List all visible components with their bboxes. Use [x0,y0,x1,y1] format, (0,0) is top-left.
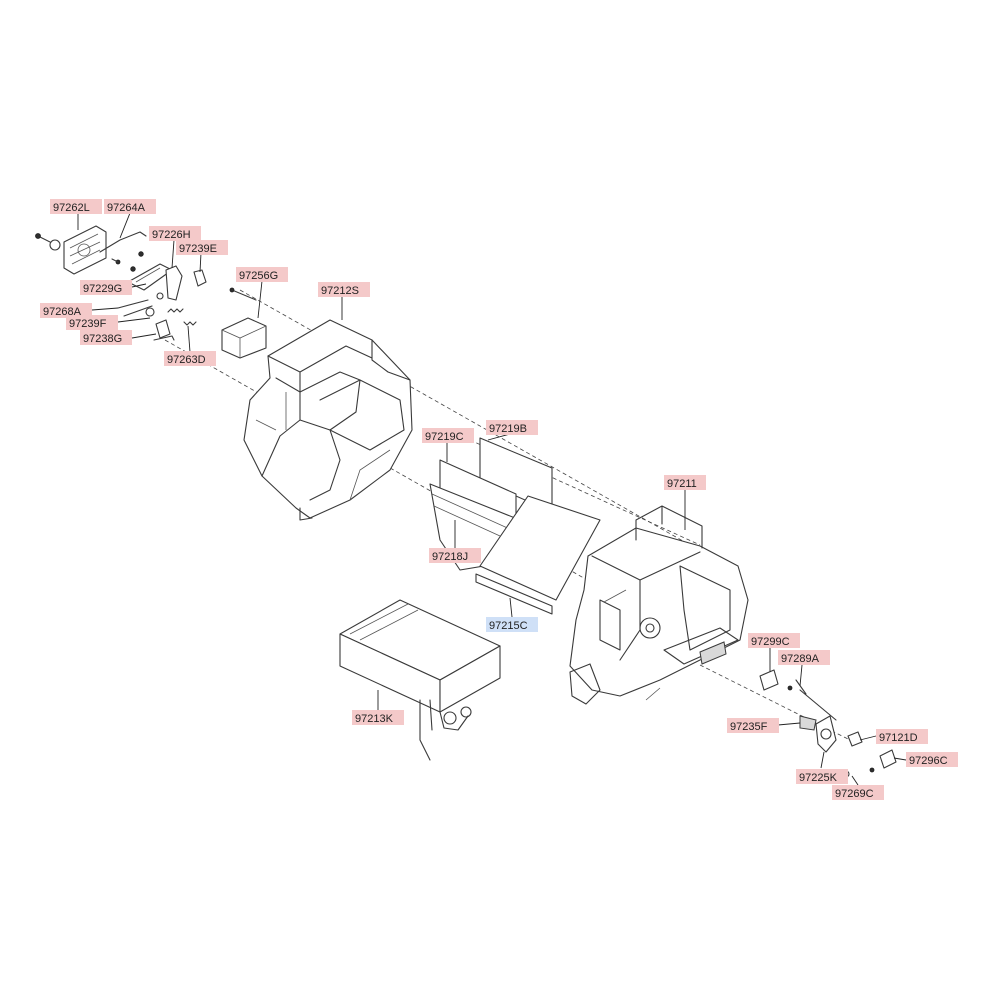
seal-sheet-97215C [479,495,601,601]
svg-text:97239F: 97239F [69,318,107,330]
actuator-motor-icon [63,225,107,275]
clip-icon [155,319,171,339]
svg-text:97269C: 97269C [835,788,874,800]
clip-icon [193,269,207,287]
control-rod-icon [99,231,147,253]
svg-text:97225K: 97225K [799,772,838,784]
label-97219C[interactable]: 97219C [422,428,474,443]
label-97269C[interactable]: 97269C [832,785,884,800]
label-97235F[interactable]: 97235F [727,718,779,733]
small-duct-seal [221,317,267,359]
svg-text:97262L: 97262L [53,202,90,214]
label-97262L[interactable]: 97262L [50,199,102,214]
label-97239E[interactable]: 97239E [176,240,228,255]
svg-text:97239E: 97239E [179,243,217,255]
label-97213K[interactable]: 97213K [352,710,404,725]
svg-text:97289A: 97289A [781,653,820,665]
actuator-lever-icon [815,715,837,753]
label-97238G[interactable]: 97238G [80,330,132,345]
svg-text:97212S: 97212S [321,285,359,297]
label-97215C[interactable]: 97215C [486,617,538,632]
right-actuator-group [759,669,897,778]
label-97299C[interactable]: 97299C [748,633,800,648]
callout-labels: 97262L 97264A 97226H 97239E 97229G 97256… [40,199,958,800]
spring-icon [183,321,197,326]
label-97225K[interactable]: 97225K [796,769,848,784]
filter-plates [429,437,601,615]
svg-text:97219C: 97219C [425,431,464,443]
label-97211[interactable]: 97211 [664,475,706,490]
svg-text:97213K: 97213K [355,713,394,725]
clip-icon [879,749,897,769]
pin-icon [117,299,153,317]
rod-end-icon [847,731,863,747]
svg-text:97296C: 97296C [909,755,948,767]
svg-text:97219B: 97219B [489,423,527,435]
label-97218J[interactable]: 97218J [429,548,481,563]
svg-text:97121D: 97121D [879,732,918,744]
svg-text:97264A: 97264A [107,202,146,214]
label-97226H[interactable]: 97226H [149,226,201,241]
svg-text:97229G: 97229G [83,283,122,295]
actuator-linkage-group [35,225,257,341]
label-97256G[interactable]: 97256G [236,267,288,282]
bracket-icon [759,669,779,691]
label-97289A[interactable]: 97289A [778,650,830,665]
svg-text:97256G: 97256G [239,270,278,282]
lever-icon [165,265,183,301]
svg-text:97218J: 97218J [432,551,468,563]
svg-text:97211: 97211 [667,478,697,490]
label-97264A[interactable]: 97264A [104,199,156,214]
svg-text:97238G: 97238G [83,333,122,345]
label-97263D[interactable]: 97263D [164,351,216,366]
heater-case-upper [243,319,413,521]
spring-icon [167,308,184,313]
svg-text:97299C: 97299C [751,636,790,648]
heater-case-main [569,505,749,705]
svg-text:97215C: 97215C [489,620,528,632]
label-97121D[interactable]: 97121D [876,729,928,744]
label-97229G[interactable]: 97229G [80,280,132,295]
heater-core [339,599,501,761]
svg-text:97263D: 97263D [167,354,206,366]
screw-icon [35,233,51,243]
label-97212S[interactable]: 97212S [318,282,370,297]
label-97296C[interactable]: 97296C [906,752,958,767]
leader-lines [77,212,907,786]
washer-icon [49,239,61,251]
label-97239F[interactable]: 97239F [66,315,118,330]
svg-text:97235F: 97235F [730,721,768,733]
svg-text:97226H: 97226H [152,229,191,241]
screw-icon [799,715,817,731]
label-97219B[interactable]: 97219B [486,420,538,435]
